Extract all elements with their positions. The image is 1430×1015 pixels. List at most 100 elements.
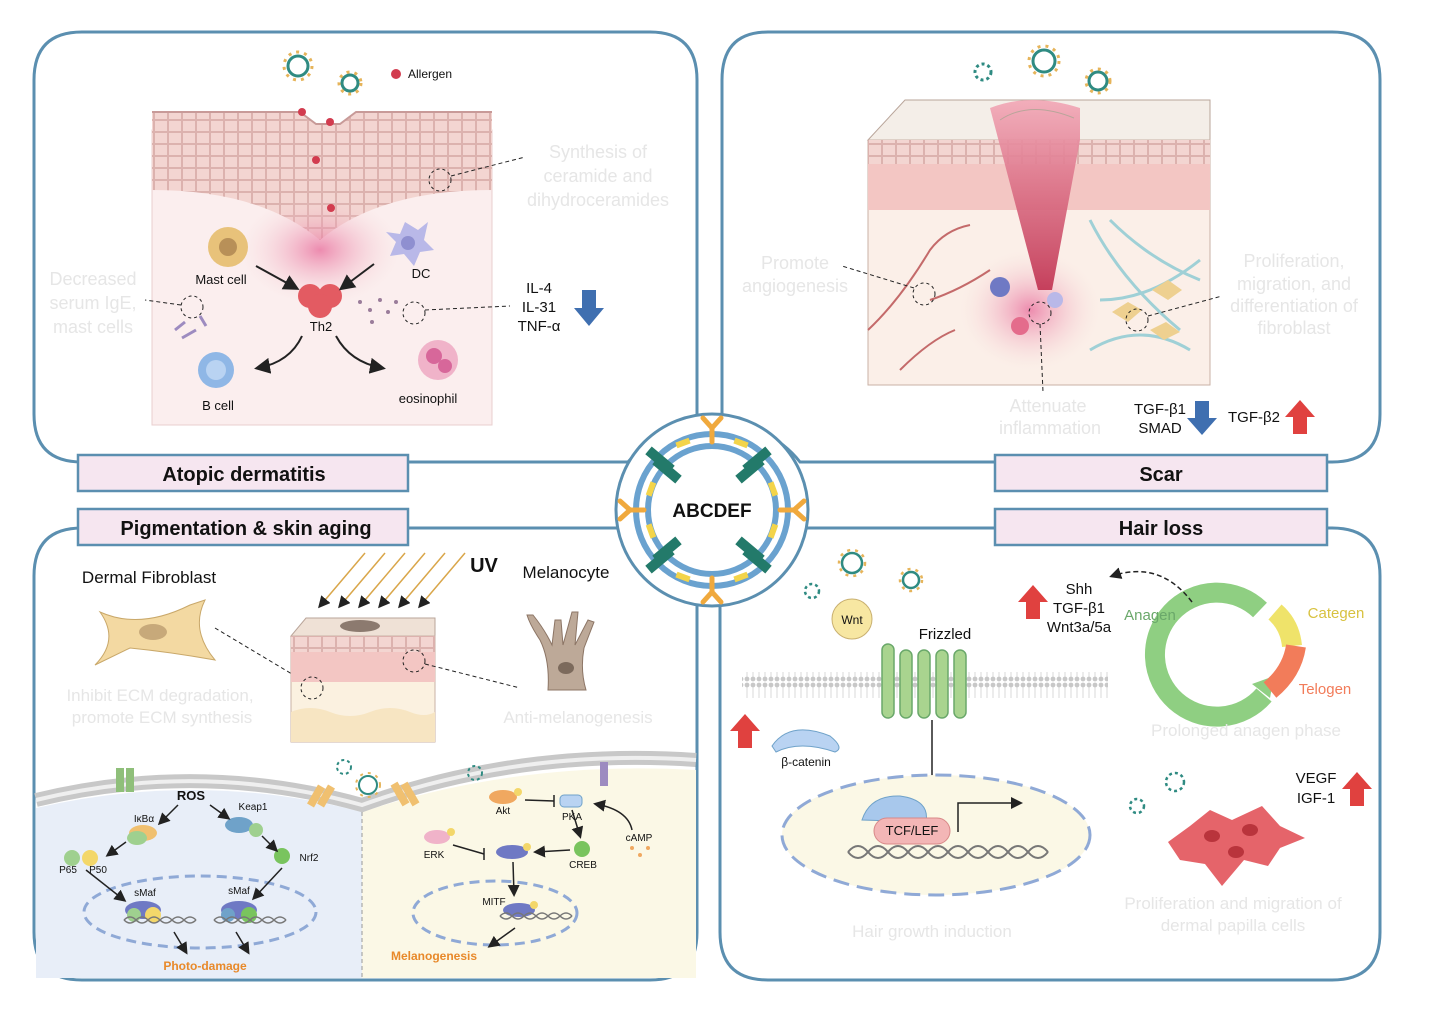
title-hair-text: Hair loss xyxy=(1119,518,1203,540)
cytokine-3: TNF-α xyxy=(518,318,561,335)
ecm-text: Inhibit ECM degradation, promote ECM syn… xyxy=(66,686,253,727)
callout-line-fibro xyxy=(1147,295,1223,317)
cytokine-1: IL-4 xyxy=(526,280,552,297)
tcf-lef-label: TCF/LEF xyxy=(886,823,939,838)
callout-circle-fibro xyxy=(1125,308,1149,332)
cytokine-2: IL-31 xyxy=(522,299,556,316)
melanocyte-nucleus xyxy=(558,662,574,674)
pigment-skin xyxy=(289,617,436,743)
scar-fibers xyxy=(1088,218,1201,352)
right-nucleus xyxy=(411,879,579,947)
smaf1-label: sMaf xyxy=(134,888,156,899)
vegf-line: VEGF xyxy=(1296,770,1337,787)
synthesis-line-3: dihydroceramides xyxy=(527,190,669,210)
decreased-text: Decreased serum IgE, mast cells xyxy=(49,269,136,337)
tgfb2-label: TGF-β2 xyxy=(1228,409,1280,426)
callout-line-decreased xyxy=(144,299,182,306)
callout-line-ecm xyxy=(214,627,303,681)
vegf-text: VEGF IGF-1 xyxy=(1296,770,1337,807)
erk-label: ERK xyxy=(424,850,445,861)
smaf2-label: sMaf xyxy=(228,886,250,897)
fibroblast-label: Dermal Fibroblast xyxy=(82,568,216,587)
pka-label: PKA xyxy=(562,812,582,823)
fibro-text: Proliferation, migration, and differenti… xyxy=(1230,251,1359,338)
decreased-line-2: serum IgE, xyxy=(49,293,136,313)
th2-cell xyxy=(298,284,342,318)
protein-bars xyxy=(645,437,779,583)
center-label: ABCDEF xyxy=(672,501,751,522)
hair-growth-text: Hair growth induction xyxy=(852,922,1012,941)
factor-wnt: Wnt3a/5a xyxy=(1047,619,1112,636)
synthesis-line-2: ceramide and xyxy=(543,166,652,186)
melanocyte-cell xyxy=(526,611,595,691)
left-dna xyxy=(123,916,287,924)
igf-line: IGF-1 xyxy=(1297,790,1335,807)
factor-tgfb1: TGF-β1 xyxy=(1053,600,1105,617)
papilla-text: Proliferation and migration of dermal pa… xyxy=(1124,894,1342,935)
allergen-dots xyxy=(298,69,401,212)
beta-catenin-label: β-catenin xyxy=(781,755,831,769)
left-cell-body xyxy=(36,789,362,978)
right-cell-molecules xyxy=(390,762,650,917)
callout-circle-inflam xyxy=(1028,301,1052,325)
antibody-icons xyxy=(174,315,208,340)
protein-y-top xyxy=(617,415,807,605)
vesicle-icons-hair xyxy=(803,548,1186,815)
bcell-label: B cell xyxy=(202,398,234,413)
dc-cell xyxy=(386,222,434,266)
synthesis-line-1: Synthesis of xyxy=(549,142,648,162)
cytokine-list: IL-4 IL-31 TNF-α xyxy=(518,280,561,335)
p65-label: P65 xyxy=(59,865,77,876)
eosinophil xyxy=(418,340,458,380)
p50-label: P50 xyxy=(89,865,107,876)
factor-shh: Shh xyxy=(1066,581,1093,598)
callout-line-cytokines xyxy=(424,305,511,311)
scar-cells xyxy=(990,277,1182,340)
tgfb1-text: TGF-β1 SMAD xyxy=(1134,401,1186,437)
callout-circle-angio xyxy=(912,282,936,306)
ecm-line-1: Inhibit ECM degradation, xyxy=(66,686,253,705)
creb-label: CREB xyxy=(569,860,597,871)
right-cell-labels: Akt PKA cAMP ERK CREB MITF Melanogenesis xyxy=(391,806,653,963)
up-arrow-icon xyxy=(730,714,760,748)
vesicle-icons-scar xyxy=(973,44,1112,95)
up-arrow-icon xyxy=(1018,585,1048,619)
title-atopic: Atopic dermatitis xyxy=(76,453,410,493)
title-pigment: Pigmentation & skin aging xyxy=(76,507,410,547)
angio-line-1: Promote xyxy=(761,253,829,273)
callout-line-angio xyxy=(841,265,915,289)
center-vesicle: ABCDEF xyxy=(614,412,810,608)
inflam-line-1: Attenuate xyxy=(1009,396,1086,416)
beta-catenin-shape xyxy=(771,729,840,753)
title-atopic-text: Atopic dermatitis xyxy=(162,464,325,486)
right-cell-body xyxy=(362,768,696,978)
anagen-label: Anagen xyxy=(1124,607,1176,624)
callout-line-anti xyxy=(424,663,521,689)
cycle-arrow xyxy=(1109,567,1193,603)
papilla-line-2: dermal papilla cells xyxy=(1161,916,1306,935)
nrf2-label: Nrf2 xyxy=(300,853,319,864)
inflam-line-2: inflammation xyxy=(999,418,1101,438)
callout-line-synthesis xyxy=(450,156,526,177)
hair-dna xyxy=(847,845,1049,859)
camp-label: cAMP xyxy=(626,833,653,844)
synthesis-text: Synthesis of ceramide and dihydroceramid… xyxy=(527,142,669,210)
atopic-arrows xyxy=(254,263,386,374)
papilla-line-1: Proliferation and migration of xyxy=(1124,894,1342,913)
prolonged-text: Prolonged anagen phase xyxy=(1151,721,1341,740)
left-cell-labels: ROS IκBα Keap1 P65 P50 Nrf2 sMaf sMaf Ph… xyxy=(59,788,319,973)
tcf-lef-box xyxy=(873,817,951,845)
callout-line-inflam xyxy=(1039,323,1044,393)
melanocyte-label: Melanocyte xyxy=(523,563,610,582)
wnt-ligand xyxy=(831,598,873,640)
callout-circle-ecm xyxy=(300,676,324,700)
wnt-label: Wnt xyxy=(841,613,863,627)
decreased-line-3: mast cells xyxy=(53,317,133,337)
b-cell xyxy=(198,352,234,388)
left-nucleus xyxy=(82,874,318,950)
right-cell-arrows xyxy=(452,795,633,948)
fibro-line-1: Proliferation, xyxy=(1243,251,1344,271)
frizzled-receptor xyxy=(881,643,967,719)
cytokine-dots xyxy=(358,298,398,324)
catenin-nuclear xyxy=(861,795,927,823)
